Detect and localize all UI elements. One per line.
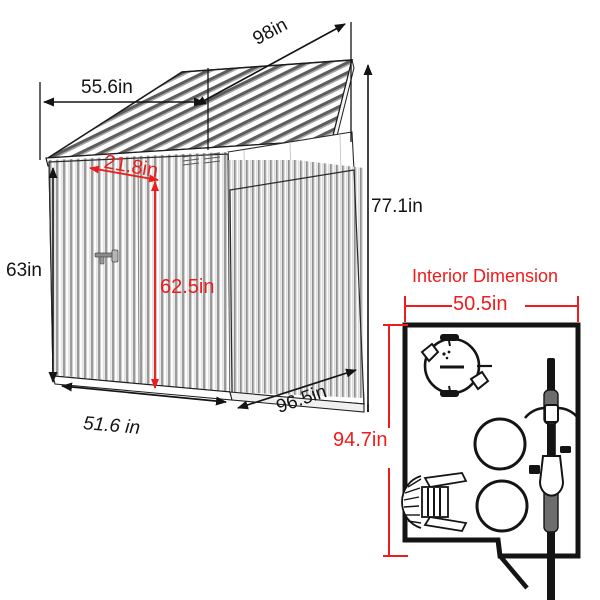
dimension-label-door-height: 62.5in: [160, 276, 215, 298]
dimline-roof-front-width: [39, 68, 209, 160]
dimension-label-interior-depth: 94.7in: [333, 429, 388, 451]
dimline-door-width: [89, 165, 159, 183]
dimension-label-roof-front-width: 55.6in: [81, 77, 133, 98]
dimline-interior-width: [404, 296, 579, 322]
dimension-label-interior-width: 50.5in: [453, 293, 508, 315]
dimline-floor-depth: [237, 368, 357, 410]
dimension-label-front-height: 63in: [6, 260, 42, 281]
dimline-interior-depth: [383, 324, 408, 557]
plan-item-chair: [401, 472, 468, 532]
shed-side-wall: [228, 160, 365, 405]
dimline-roof-depth: [195, 22, 352, 142]
dimension-label-floor-width: 51.6 in: [82, 413, 141, 439]
shed-front-wall: [48, 152, 231, 393]
shed-vent-louvers: [182, 152, 221, 166]
shed-exterior-illustration: [45, 59, 365, 413]
dimension-label-back-height: 77.1in: [371, 196, 423, 217]
plan-item-barrel-1: [473, 417, 527, 471]
plan-item-bicycle: [523, 358, 580, 600]
interior-floor-plan: [383, 296, 581, 600]
plan-item-lawn-mower: [420, 334, 492, 397]
dimline-floor-width: [61, 382, 227, 406]
interior-plan-title: Interior Dimension: [412, 266, 559, 286]
shed-door-handle: [94, 249, 119, 265]
plan-item-barrel-2: [475, 479, 529, 533]
